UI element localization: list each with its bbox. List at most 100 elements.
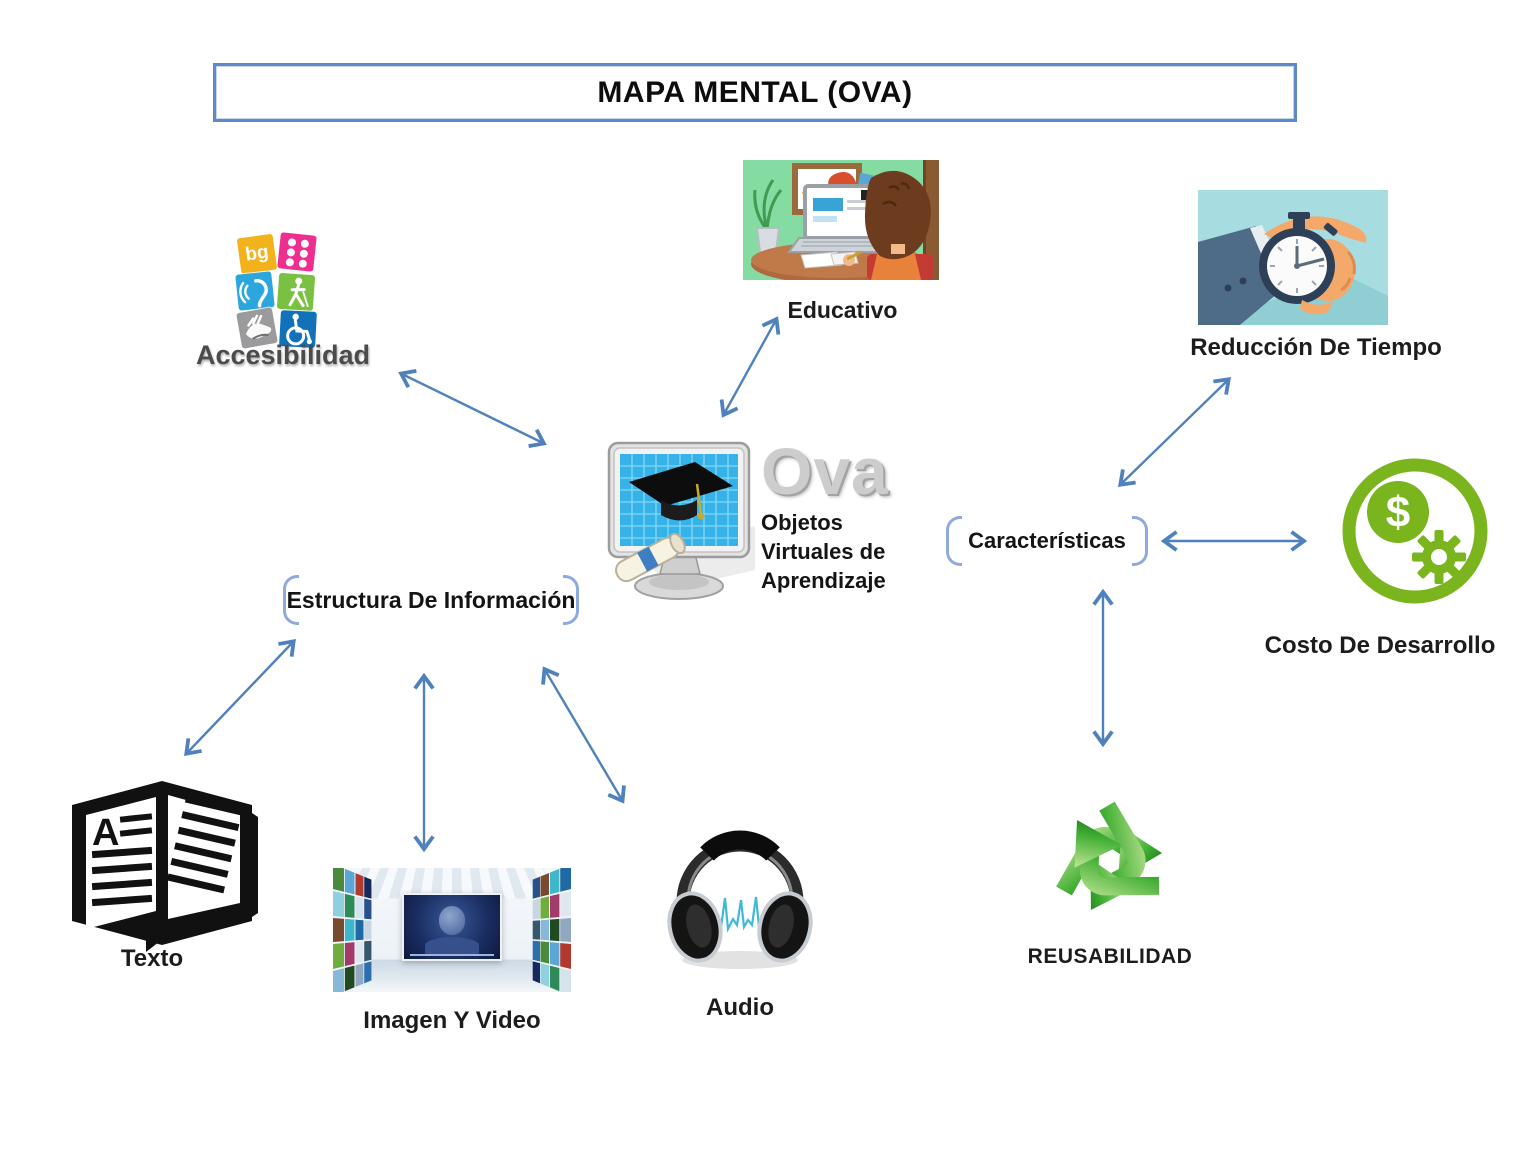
estructura-node: Estructura De Información bbox=[283, 575, 579, 625]
video-thumbnail bbox=[355, 919, 364, 941]
page-title: MAPA MENTAL (OVA) bbox=[597, 75, 913, 109]
video-thumbnail bbox=[364, 919, 372, 941]
video-wall-right bbox=[532, 868, 571, 992]
video-thumbnail bbox=[559, 868, 571, 892]
video-thumbnail bbox=[344, 942, 355, 967]
accesibilidad-tile-wheelchair bbox=[279, 310, 317, 348]
video-thumbnail bbox=[333, 890, 345, 917]
video-wall-icon bbox=[333, 868, 571, 992]
video-thumbnail bbox=[549, 942, 560, 967]
ear-icon bbox=[239, 279, 268, 308]
stopwatch-hand-icon bbox=[1198, 190, 1388, 325]
ova-subtitle-line1: Objetos bbox=[761, 510, 843, 536]
educativo-illustration-icon bbox=[743, 160, 939, 280]
reduccion-label: Reducción De Tiempo bbox=[1190, 334, 1442, 361]
cost-dollar-gear-icon: $ bbox=[1342, 458, 1488, 604]
ova-subtitle-line3: Aprendizaje bbox=[761, 567, 886, 593]
imagen-label: Imagen Y Video bbox=[363, 1007, 541, 1034]
ova-text-block: Ova Objetos Virtuales de Aprendizaje bbox=[761, 438, 889, 595]
accesibilidad-tile-braille bbox=[277, 232, 317, 272]
video-face bbox=[438, 906, 466, 935]
video-thumbnail bbox=[364, 940, 372, 962]
video-thumbnail bbox=[559, 968, 571, 992]
video-thumbnail bbox=[540, 963, 549, 987]
video-thumbnail bbox=[355, 896, 364, 919]
costo-label: Costo De Desarrollo bbox=[1264, 632, 1496, 659]
ova-center-node: Ova Objetos Virtuales de Aprendizaje bbox=[603, 438, 893, 606]
open-book-icon: A bbox=[72, 781, 258, 952]
video-thumbnail bbox=[549, 965, 560, 992]
left-bracket bbox=[946, 516, 962, 566]
video-thumbnail bbox=[540, 941, 549, 964]
accesibilidad-tile-blind-walking bbox=[276, 272, 316, 312]
video-thumbnail bbox=[355, 873, 364, 897]
video-wall-left bbox=[333, 868, 372, 992]
video-thumbnail bbox=[333, 943, 345, 970]
audio-label: Audio bbox=[706, 994, 774, 1021]
title-box: MAPA MENTAL (OVA) bbox=[213, 63, 1297, 122]
accesibilidad-label: Accesibilidad bbox=[195, 340, 371, 370]
accesibilidad-tile-sign-hands bbox=[236, 307, 278, 349]
video-thumbnail bbox=[344, 918, 355, 942]
video-thumbnail bbox=[344, 868, 355, 895]
video-thumbnail bbox=[532, 898, 540, 920]
gear-icon bbox=[1412, 530, 1466, 584]
ova-subtitle-line2: Virtuales de bbox=[761, 538, 886, 564]
video-shoulders bbox=[425, 937, 479, 954]
video-thumbnail bbox=[364, 961, 372, 984]
video-thumbnail bbox=[333, 868, 345, 892]
right-bracket bbox=[563, 575, 579, 625]
wheelchair-icon bbox=[286, 313, 312, 346]
video-thumbnail bbox=[540, 896, 549, 919]
ova-logo-text: Ova bbox=[761, 434, 889, 508]
accesibilidad-tiles-icon: bg bbox=[235, 232, 320, 349]
caracteristicas-node: Características bbox=[946, 516, 1148, 566]
educativo-label: Educativo bbox=[787, 297, 898, 323]
sign-hands-icon bbox=[245, 314, 272, 340]
audio-waveform bbox=[712, 896, 769, 933]
video-thumbnail bbox=[559, 890, 571, 917]
video-progress-bar bbox=[409, 954, 495, 957]
video-thumbnail bbox=[532, 919, 540, 941]
video-thumbnail bbox=[549, 868, 560, 895]
caracteristicas-label: Características bbox=[968, 528, 1126, 553]
video-thumbnail bbox=[540, 919, 549, 941]
connector-arrow bbox=[184, 638, 296, 757]
video-thumbnail bbox=[532, 961, 540, 984]
video-thumbnail bbox=[532, 940, 540, 962]
video-thumbnail bbox=[559, 943, 571, 970]
walking-person-cane-icon bbox=[288, 277, 309, 308]
accesibilidad-tile-sign-language: bg bbox=[236, 233, 278, 275]
video-thumbnail bbox=[344, 965, 355, 992]
video-thumbnail bbox=[333, 917, 345, 943]
ova-monitor-icon bbox=[607, 441, 755, 600]
video-thumbnail bbox=[344, 893, 355, 918]
video-thumbnail bbox=[549, 918, 560, 942]
left-bracket bbox=[283, 575, 299, 625]
right-bracket bbox=[1132, 516, 1148, 566]
dollar-sign: $ bbox=[1386, 488, 1410, 537]
video-thumbnail bbox=[549, 893, 560, 918]
recycle-icon bbox=[1028, 775, 1192, 939]
connector-arrow bbox=[541, 666, 626, 804]
video-thumbnail bbox=[559, 917, 571, 943]
video-thumbnail bbox=[540, 873, 549, 897]
braille-dots-icon bbox=[285, 238, 309, 268]
video-thumbnail bbox=[355, 941, 364, 964]
video-main-screen bbox=[402, 892, 502, 961]
reusabilidad-label: REUSABILIDAD bbox=[1027, 945, 1193, 968]
estructura-label: Estructura De Información bbox=[286, 586, 576, 613]
video-thumbnail bbox=[364, 898, 372, 920]
connector-arrow bbox=[398, 369, 547, 448]
video-thumbnail bbox=[355, 963, 364, 987]
connector-arrow bbox=[719, 316, 781, 418]
video-thumbnail bbox=[333, 968, 345, 992]
accesibilidad-tile-hearing bbox=[235, 271, 275, 311]
connector-arrow bbox=[1117, 377, 1232, 487]
video-thumbnail bbox=[532, 876, 540, 899]
texto-label: Texto bbox=[120, 945, 184, 972]
video-thumbnail bbox=[364, 876, 372, 899]
headphones-icon bbox=[667, 830, 813, 969]
tile-bg-text: bg bbox=[243, 241, 270, 266]
